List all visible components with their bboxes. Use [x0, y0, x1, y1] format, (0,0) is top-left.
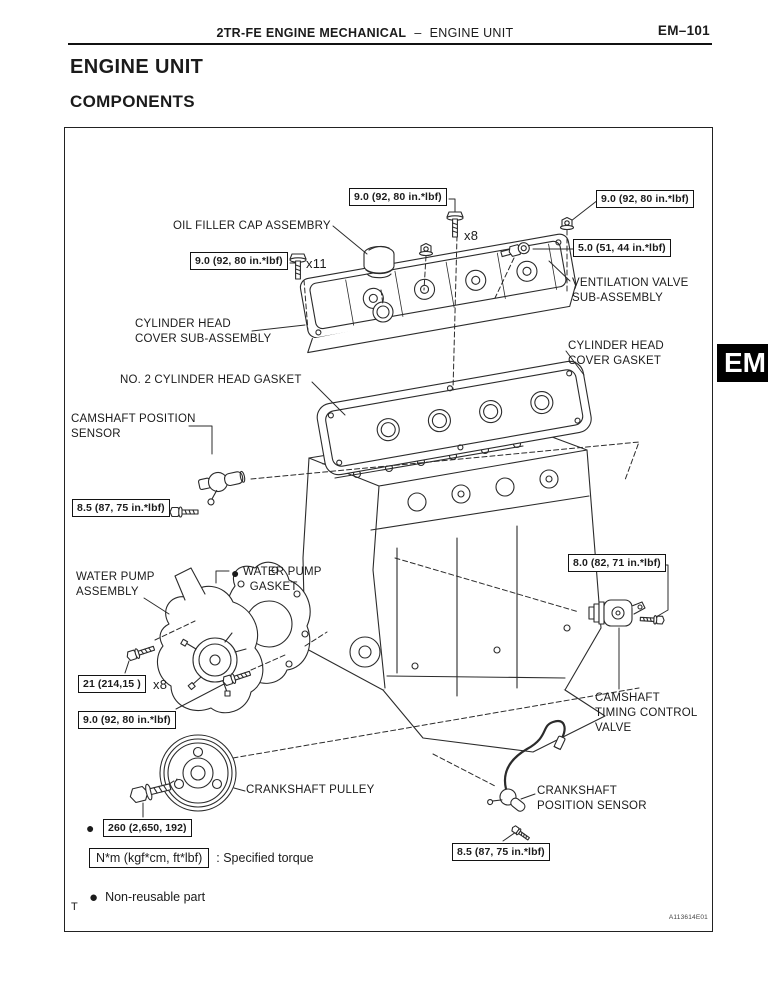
leader-lines [125, 199, 668, 841]
figure-code: A113614E01 [668, 914, 708, 921]
section-tab-em: EM [717, 344, 768, 382]
section-tab-label: EM [724, 347, 766, 378]
ventilation-valve-drawing [500, 241, 530, 259]
torque-box-cover-bolt-x11: 9.0 (92, 80 in.*lbf) [190, 252, 288, 271]
torque-legend-symbol: N*m (kgf*cm, ft*lbf) [89, 848, 210, 868]
crankshaft-position-sensor-drawing [487, 721, 566, 823]
non-reusable-bullet-wp-gasket: ● [231, 565, 240, 581]
label-cam-timing-valve: CAMSHAFT TIMING CONTROL VALVE [595, 692, 698, 734]
non-reusable-legend-text: Non-reusable part [105, 890, 206, 904]
label-ventilation-valve: VENTILATION VALVE SUB-ASSEMBLY [572, 277, 689, 304]
torque-box-pulley-bolt: 260 (2,650, 192) [103, 819, 192, 838]
section-subtitle: COMPONENTS [70, 92, 195, 111]
water-pump-drawing [157, 568, 262, 713]
page-number: EM–101 [657, 23, 710, 38]
header-subsection-title: ENGINE UNIT [429, 26, 514, 40]
label-crank-position-sensor: CRANKSHAFT POSITION SENSOR [537, 785, 647, 812]
alignment-dashed-lines [155, 230, 639, 788]
torque-box-cam-sensor-bolt: 8.5 (87, 75 in.*lbf) [72, 499, 170, 518]
components-diagram: 9.0 (92, 80 in.*lbf) 9.0 (92, 80 in.*lbf… [64, 127, 713, 932]
bolt-count-x11: x11 [306, 256, 327, 271]
bolt-count-x8-top: x8 [464, 228, 479, 243]
torque-box-octv-bolt: 8.0 (82, 71 in.*lbf) [568, 554, 666, 573]
label-no2-head-gasket: NO. 2 CYLINDER HEAD GASKET [120, 374, 302, 386]
page-header: 2TR-FE ENGINE MECHANICAL–ENGINE UNIT [0, 26, 730, 40]
torque-box-water-pump-nut: 21 (214,15 ) [78, 675, 146, 694]
camshaft-position-sensor-drawing [197, 467, 248, 506]
cylinder-head-cover-gasket-drawing [315, 359, 593, 477]
engine-block-drawing [303, 424, 605, 752]
label-cover-gasket: CYLINDER HEAD COVER GASKET [568, 340, 664, 367]
fastener-drawings [125, 211, 665, 843]
torque-box-ventilation-valve: 5.0 (51, 44 in.*lbf) [573, 239, 671, 258]
label-water-pump-gasket: WATER PUMP GASKET [243, 566, 322, 593]
page-title: ENGINE UNIT [70, 56, 204, 78]
torque-legend: N*m (kgf*cm, ft*lbf) : Specified torque [89, 848, 314, 868]
torque-legend-meaning: : Specified torque [216, 851, 314, 865]
label-cylinder-head-cover: CYLINDER HEAD COVER SUB-ASSEMBLY [135, 318, 272, 345]
non-reusable-legend: ● Non-reusable part [89, 889, 205, 906]
oil-filler-boss [373, 302, 393, 322]
header-separator: – [414, 26, 422, 40]
label-oil-filler-cap: OIL FILLER CAP ASSEMBRY [173, 220, 331, 232]
corner-mark: T [71, 901, 78, 913]
bolt-count-x8-pump: x8 [153, 677, 168, 692]
header-section-title: 2TR-FE ENGINE MECHANICAL [216, 26, 407, 40]
exploded-view-artwork [65, 128, 712, 843]
torque-box-cover-nut: 9.0 (92, 80 in.*lbf) [596, 190, 694, 209]
header-rule [68, 43, 712, 45]
non-reusable-legend-bullet: ● [89, 889, 99, 906]
oil-filler-boss-inner [377, 306, 389, 318]
label-water-pump: WATER PUMP ASSEMBLY [76, 571, 155, 598]
torque-box-valve-cover-bolt: 9.0 (92, 80 in.*lbf) [349, 188, 447, 207]
torque-box-crank-sensor-bolt: 8.5 (87, 75 in.*lbf) [452, 843, 550, 862]
label-cam-position-sensor: CAMSHAFT POSITION SENSOR [71, 413, 196, 440]
crankshaft-pulley-bolt-drawing [128, 779, 172, 804]
cylinder-head-cover-drawing [295, 233, 579, 353]
camshaft-timing-control-valve-drawing [589, 600, 645, 626]
crankshaft-pulley-drawing [160, 735, 236, 811]
oil-filler-cap-drawing [364, 246, 394, 277]
label-crankshaft-pulley: CRANKSHAFT PULLEY [246, 784, 375, 796]
non-reusable-bullet-pulley-bolt: ● [86, 820, 95, 836]
torque-box-water-pump-bolt: 9.0 (92, 80 in.*lbf) [78, 711, 176, 730]
